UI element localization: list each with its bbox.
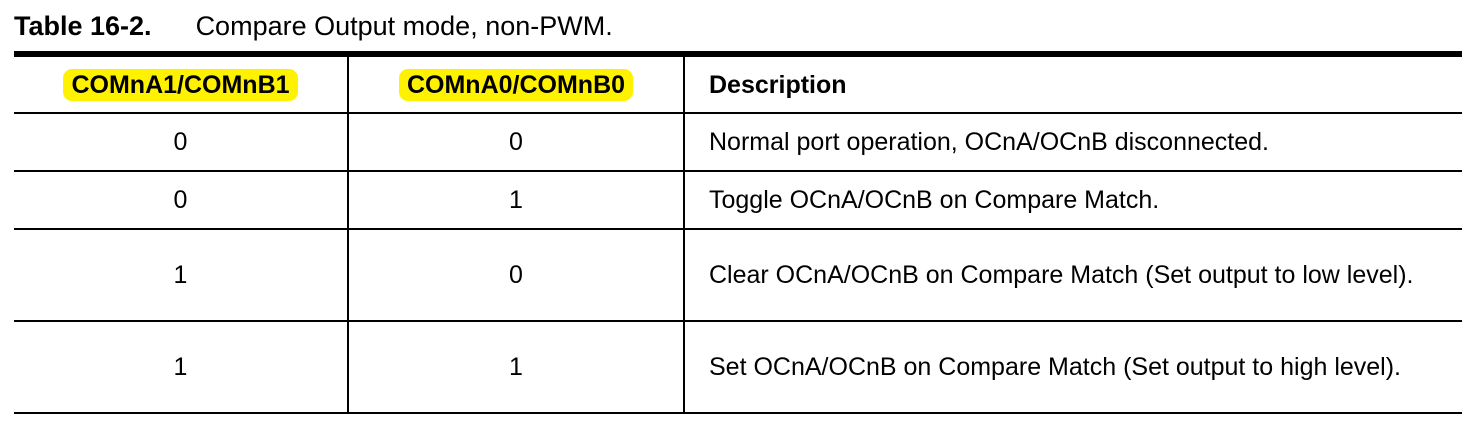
column-header-comna0: COMnA0/COMnB0 [347, 54, 685, 114]
compare-output-table-container: COMnA1/COMnB1 COMnA0/COMnB0 Description … [14, 51, 1462, 414]
column-header-comna1: COMnA1/COMnB1 [14, 54, 349, 114]
table-row: 0 1 Toggle OCnA/OCnB on Compare Match. [14, 170, 1462, 230]
table-number-label: Table 16-2. [14, 10, 152, 41]
table-row: 1 0 Clear OCnA/OCnB on Compare Match (Se… [14, 228, 1462, 322]
table-title: Compare Output mode, non-PWM. [195, 10, 613, 41]
cell-comna1: 1 [14, 320, 349, 414]
cell-comna0: 1 [347, 170, 685, 230]
cell-comna1: 0 [14, 112, 349, 172]
cell-comna0: 1 [347, 320, 685, 414]
cell-comna0: 0 [347, 228, 685, 322]
column-header-description: Description [683, 54, 1462, 114]
highlighted-header-comna0: COMnA0/COMnB0 [398, 68, 634, 101]
cell-description: Set OCnA/OCnB on Compare Match (Set outp… [683, 320, 1462, 414]
cell-description: Toggle OCnA/OCnB on Compare Match. [683, 170, 1462, 230]
cell-comna1: 1 [14, 228, 349, 322]
compare-output-mode-table: COMnA1/COMnB1 COMnA0/COMnB0 Description … [14, 51, 1462, 414]
table-header-row: COMnA1/COMnB1 COMnA0/COMnB0 Description [14, 54, 1462, 114]
cell-comna1: 0 [14, 170, 349, 230]
table-caption: Table 16-2. Compare Output mode, non-PWM… [14, 4, 613, 48]
table-row: 0 0 Normal port operation, OCnA/OCnB dis… [14, 112, 1462, 172]
highlighted-header-comna1: COMnA1/COMnB1 [63, 68, 298, 101]
table-row: 1 1 Set OCnA/OCnB on Compare Match (Set … [14, 320, 1462, 414]
cell-description: Normal port operation, OCnA/OCnB disconn… [683, 112, 1462, 172]
cell-description: Clear OCnA/OCnB on Compare Match (Set ou… [683, 228, 1462, 322]
cell-comna0: 0 [347, 112, 685, 172]
